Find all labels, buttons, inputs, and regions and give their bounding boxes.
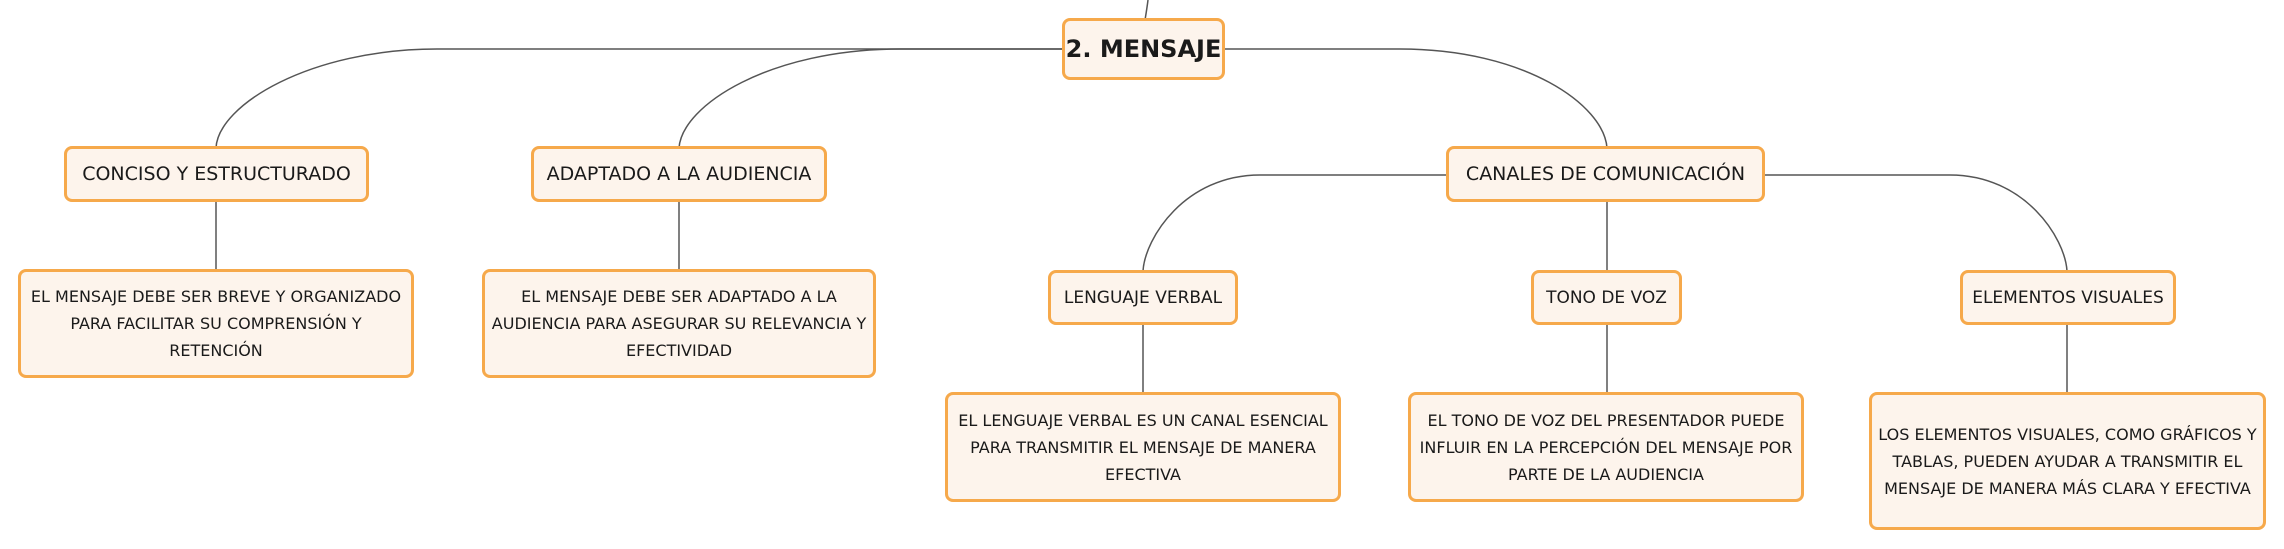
- subtopic-elementos-visuales[interactable]: ELEMENTOS VISUALES: [1960, 270, 2176, 325]
- topic-adaptado[interactable]: ADAPTADO A LA AUDIENCIA: [531, 146, 827, 202]
- detail-lenguaje-verbal[interactable]: EL LENGUAJE VERBAL ES UN CANAL ESENCIAL …: [945, 392, 1341, 502]
- subtopic-tono-de-voz[interactable]: TONO DE VOZ: [1531, 270, 1682, 325]
- topic-label: CANALES DE COMUNICACIÓN: [1465, 163, 1746, 185]
- topic-canales[interactable]: CANALES DE COMUNICACIÓN: [1446, 146, 1765, 202]
- subtopic-label: ELEMENTOS VISUALES: [1972, 287, 2164, 308]
- detail-text: EL MENSAJE DEBE SER ADAPTADO A LA AUDIEN…: [491, 287, 867, 360]
- connector-canales-visuales: [1764, 174, 2068, 272]
- subtopic-label: LENGUAJE VERBAL: [1063, 287, 1223, 308]
- detail-elementos-visuales[interactable]: LOS ELEMENTOS VISUALES, COMO GRÁFICOS Y …: [1869, 392, 2266, 530]
- subtopic-label: TONO DE VOZ: [1546, 287, 1667, 308]
- detail-text: EL LENGUAJE VERBAL ES UN CANAL ESENCIAL …: [958, 410, 1328, 484]
- connector-canales-verbal: [1142, 174, 1447, 272]
- detail-conciso[interactable]: EL MENSAJE DEBE SER BREVE Y ORGANIZADO P…: [18, 269, 414, 378]
- subtopic-lenguaje-verbal[interactable]: LENGUAJE VERBAL: [1048, 270, 1238, 325]
- detail-text: LOS ELEMENTOS VISUALES, COMO GRÁFICOS Y …: [1878, 424, 2257, 498]
- connector-root-canales: [1225, 48, 1608, 149]
- topic-label: CONCISO Y ESTRUCTURADO: [82, 163, 351, 185]
- root-node[interactable]: 2. MENSAJE: [1062, 18, 1225, 80]
- topic-conciso[interactable]: CONCISO Y ESTRUCTURADO: [64, 146, 369, 202]
- connector-parent-in: [1144, 0, 1149, 21]
- root-label: 2. MENSAJE: [1065, 35, 1222, 63]
- detail-adaptado[interactable]: EL MENSAJE DEBE SER ADAPTADO A LA AUDIEN…: [482, 269, 876, 378]
- detail-text: EL TONO DE VOZ DEL PRESENTADOR PUEDE INF…: [1419, 410, 1793, 484]
- detail-text: EL MENSAJE DEBE SER BREVE Y ORGANIZADO P…: [30, 287, 402, 360]
- topic-label: ADAPTADO A LA AUDIENCIA: [546, 163, 812, 185]
- connector-root-adaptado: [678, 48, 1065, 149]
- connector-root-conciso: [215, 48, 1065, 149]
- detail-tono-de-voz[interactable]: EL TONO DE VOZ DEL PRESENTADOR PUEDE INF…: [1408, 392, 1804, 502]
